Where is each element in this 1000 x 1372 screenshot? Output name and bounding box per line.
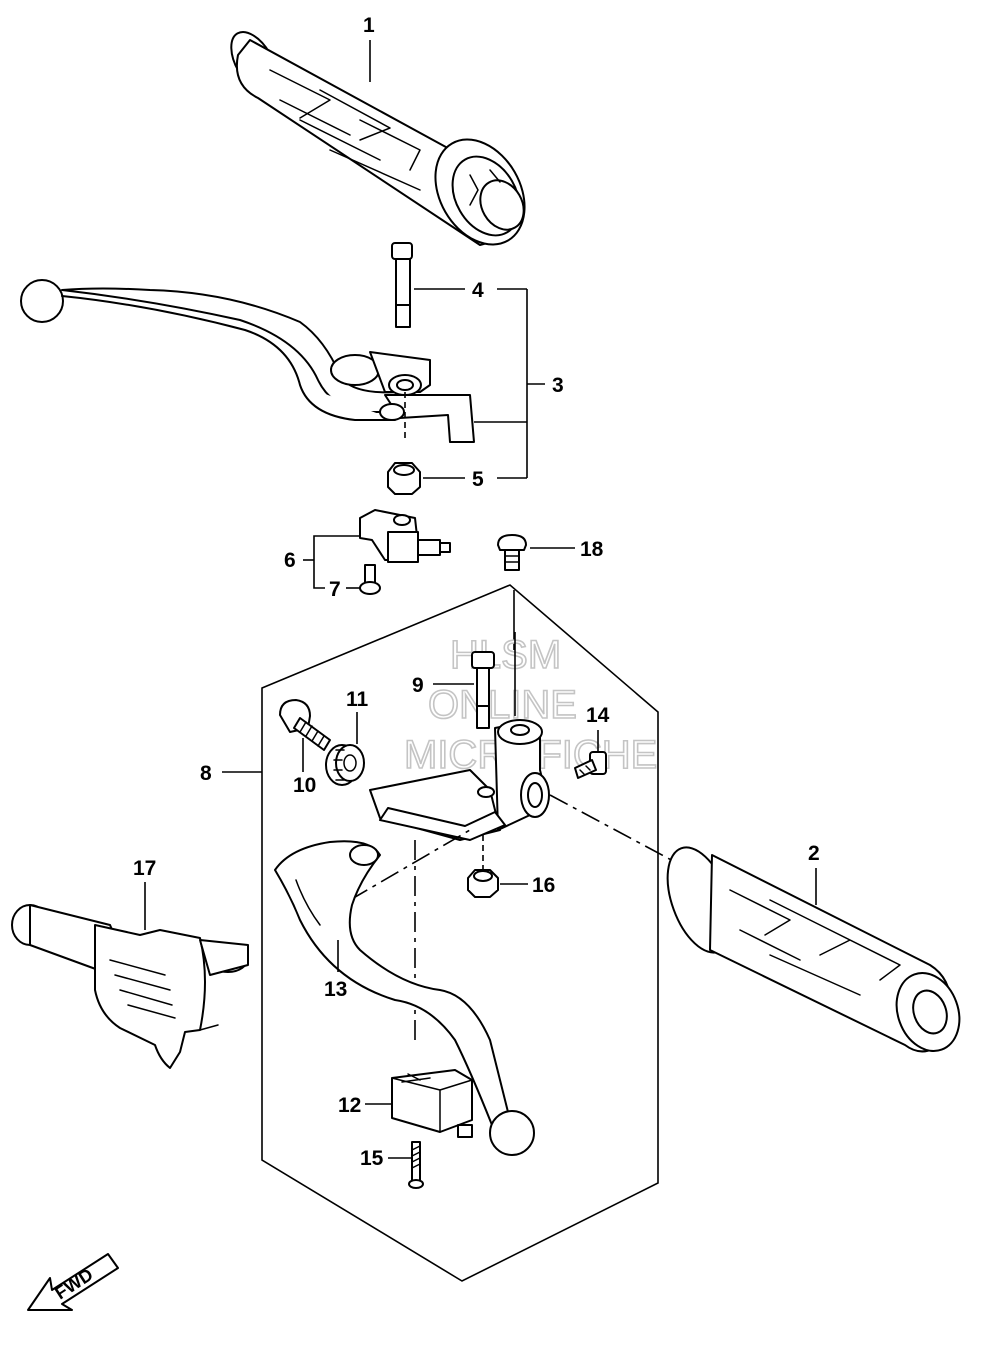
callout-16: 16 [532, 874, 555, 897]
pivot-bolt-part [391, 242, 413, 328]
screw-7-part [359, 564, 381, 595]
grip-left-part [230, 31, 526, 246]
callout-4: 4 [472, 279, 484, 302]
callout-3: 3 [552, 374, 564, 397]
callout-5: 5 [472, 468, 484, 491]
callout-2: 2 [808, 842, 820, 865]
callout-15: 15 [360, 1147, 384, 1170]
adjuster-wheel-part [325, 744, 365, 786]
callout-17: 17 [133, 857, 156, 880]
fwd-arrow-icon: FWD [27, 1253, 119, 1311]
callout-12: 12 [338, 1094, 361, 1117]
clutch-perch-part [369, 719, 550, 841]
pivot-bolt-9-part [471, 651, 495, 729]
svg-text:HLSM: HLSM [450, 633, 561, 677]
assembly-8-outline [261, 584, 659, 1282]
adjuster-screw-part [279, 699, 331, 751]
callout-9: 9 [412, 674, 424, 697]
screw-14-part [574, 751, 607, 779]
callout-1: 1 [363, 14, 375, 37]
brake-switch-part [359, 509, 451, 563]
brake-lever-part [20, 279, 475, 443]
lever-guard-part [11, 904, 249, 1069]
screw-15-part [408, 1141, 424, 1189]
nut-16-part [467, 869, 499, 898]
svg-text:ONLINE: ONLINE [428, 683, 577, 727]
cap-part [497, 534, 527, 571]
callout-13: 13 [324, 978, 347, 1001]
callout-14: 14 [586, 704, 610, 727]
callout-8: 8 [200, 762, 212, 785]
clutch-switch-part [391, 1069, 473, 1138]
callout-6: 6 [284, 549, 296, 572]
callout-7: 7 [329, 578, 341, 601]
callout-11: 11 [346, 688, 369, 711]
clutch-lever-part [274, 840, 535, 1156]
callout-18: 18 [580, 538, 604, 561]
nut-part [387, 462, 421, 495]
grip-right-part [666, 846, 961, 1053]
callout-10: 10 [293, 774, 316, 797]
